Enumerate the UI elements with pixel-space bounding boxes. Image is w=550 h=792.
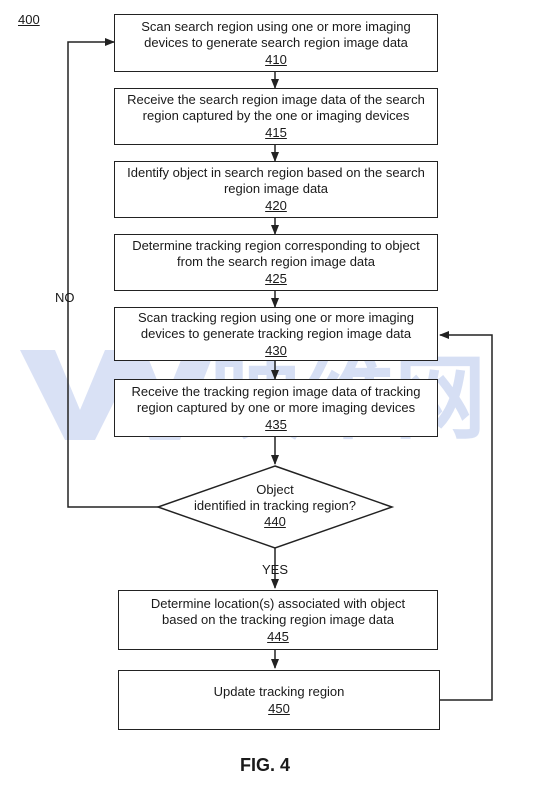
step-425-ref: 425 <box>265 271 287 286</box>
step-420-line2: region image data <box>223 181 329 196</box>
decision-ref: 440 <box>264 514 286 529</box>
loop-no <box>67 38 158 508</box>
decision-line2: identified in tracking region? <box>194 498 356 513</box>
step-435-line1: Receive the tracking region image data o… <box>131 383 421 399</box>
step-430-line1: Scan tracking region using one or more i… <box>137 309 415 325</box>
step-435-line2: region captured by one or more imaging d… <box>136 399 416 415</box>
step-425: Determine tracking region corresponding … <box>114 234 438 291</box>
step-415-ref: 415 <box>265 125 287 140</box>
step-430: Scan tracking region using one or more i… <box>114 307 438 361</box>
figure-number: 400 <box>18 12 40 27</box>
decision-line1: Object <box>256 482 294 497</box>
step-430-line2: devices to generate tracking region imag… <box>140 325 412 341</box>
step-430-ref: 430 <box>265 342 287 358</box>
decision-440: Object identified in tracking region? 44… <box>185 482 365 530</box>
step-410-line2: devices to generate search region image … <box>144 34 408 50</box>
loop-update <box>439 331 493 701</box>
step-445-line1: Determine location(s) associated with ob… <box>150 595 406 611</box>
step-445: Determine location(s) associated with ob… <box>118 590 438 650</box>
step-415-line2: region captured by the one or imaging de… <box>142 108 410 123</box>
step-450-line1: Update tracking region <box>213 683 345 699</box>
label-yes: YES <box>262 562 289 577</box>
step-445-ref: 445 <box>267 628 289 644</box>
step-425-line1: Determine tracking region corresponding … <box>132 238 420 253</box>
step-425-line2: from the search region image data <box>177 254 375 269</box>
step-420-ref: 420 <box>265 198 287 213</box>
step-445-line2: based on the tracking region image data <box>162 611 394 627</box>
step-420-line1: Identify object in search region based o… <box>127 165 425 180</box>
step-410-ref: 410 <box>265 51 287 67</box>
step-435-ref: 435 <box>265 416 287 432</box>
step-410: Scan search region using one or more ima… <box>114 14 438 72</box>
figure-caption: FIG. 4 <box>240 755 291 775</box>
step-435: Receive the tracking region image data o… <box>114 379 438 437</box>
step-415-line1: Receive the search region image data of … <box>127 92 425 107</box>
step-410-line1: Scan search region using one or more ima… <box>141 18 411 34</box>
step-420: Identify object in search region based o… <box>114 161 438 218</box>
label-no: NO <box>55 290 75 305</box>
step-450: Update tracking region 450 <box>118 670 440 730</box>
decision-diamond <box>155 465 395 549</box>
step-415: Receive the search region image data of … <box>114 88 438 145</box>
step-450-ref: 450 <box>268 700 290 716</box>
